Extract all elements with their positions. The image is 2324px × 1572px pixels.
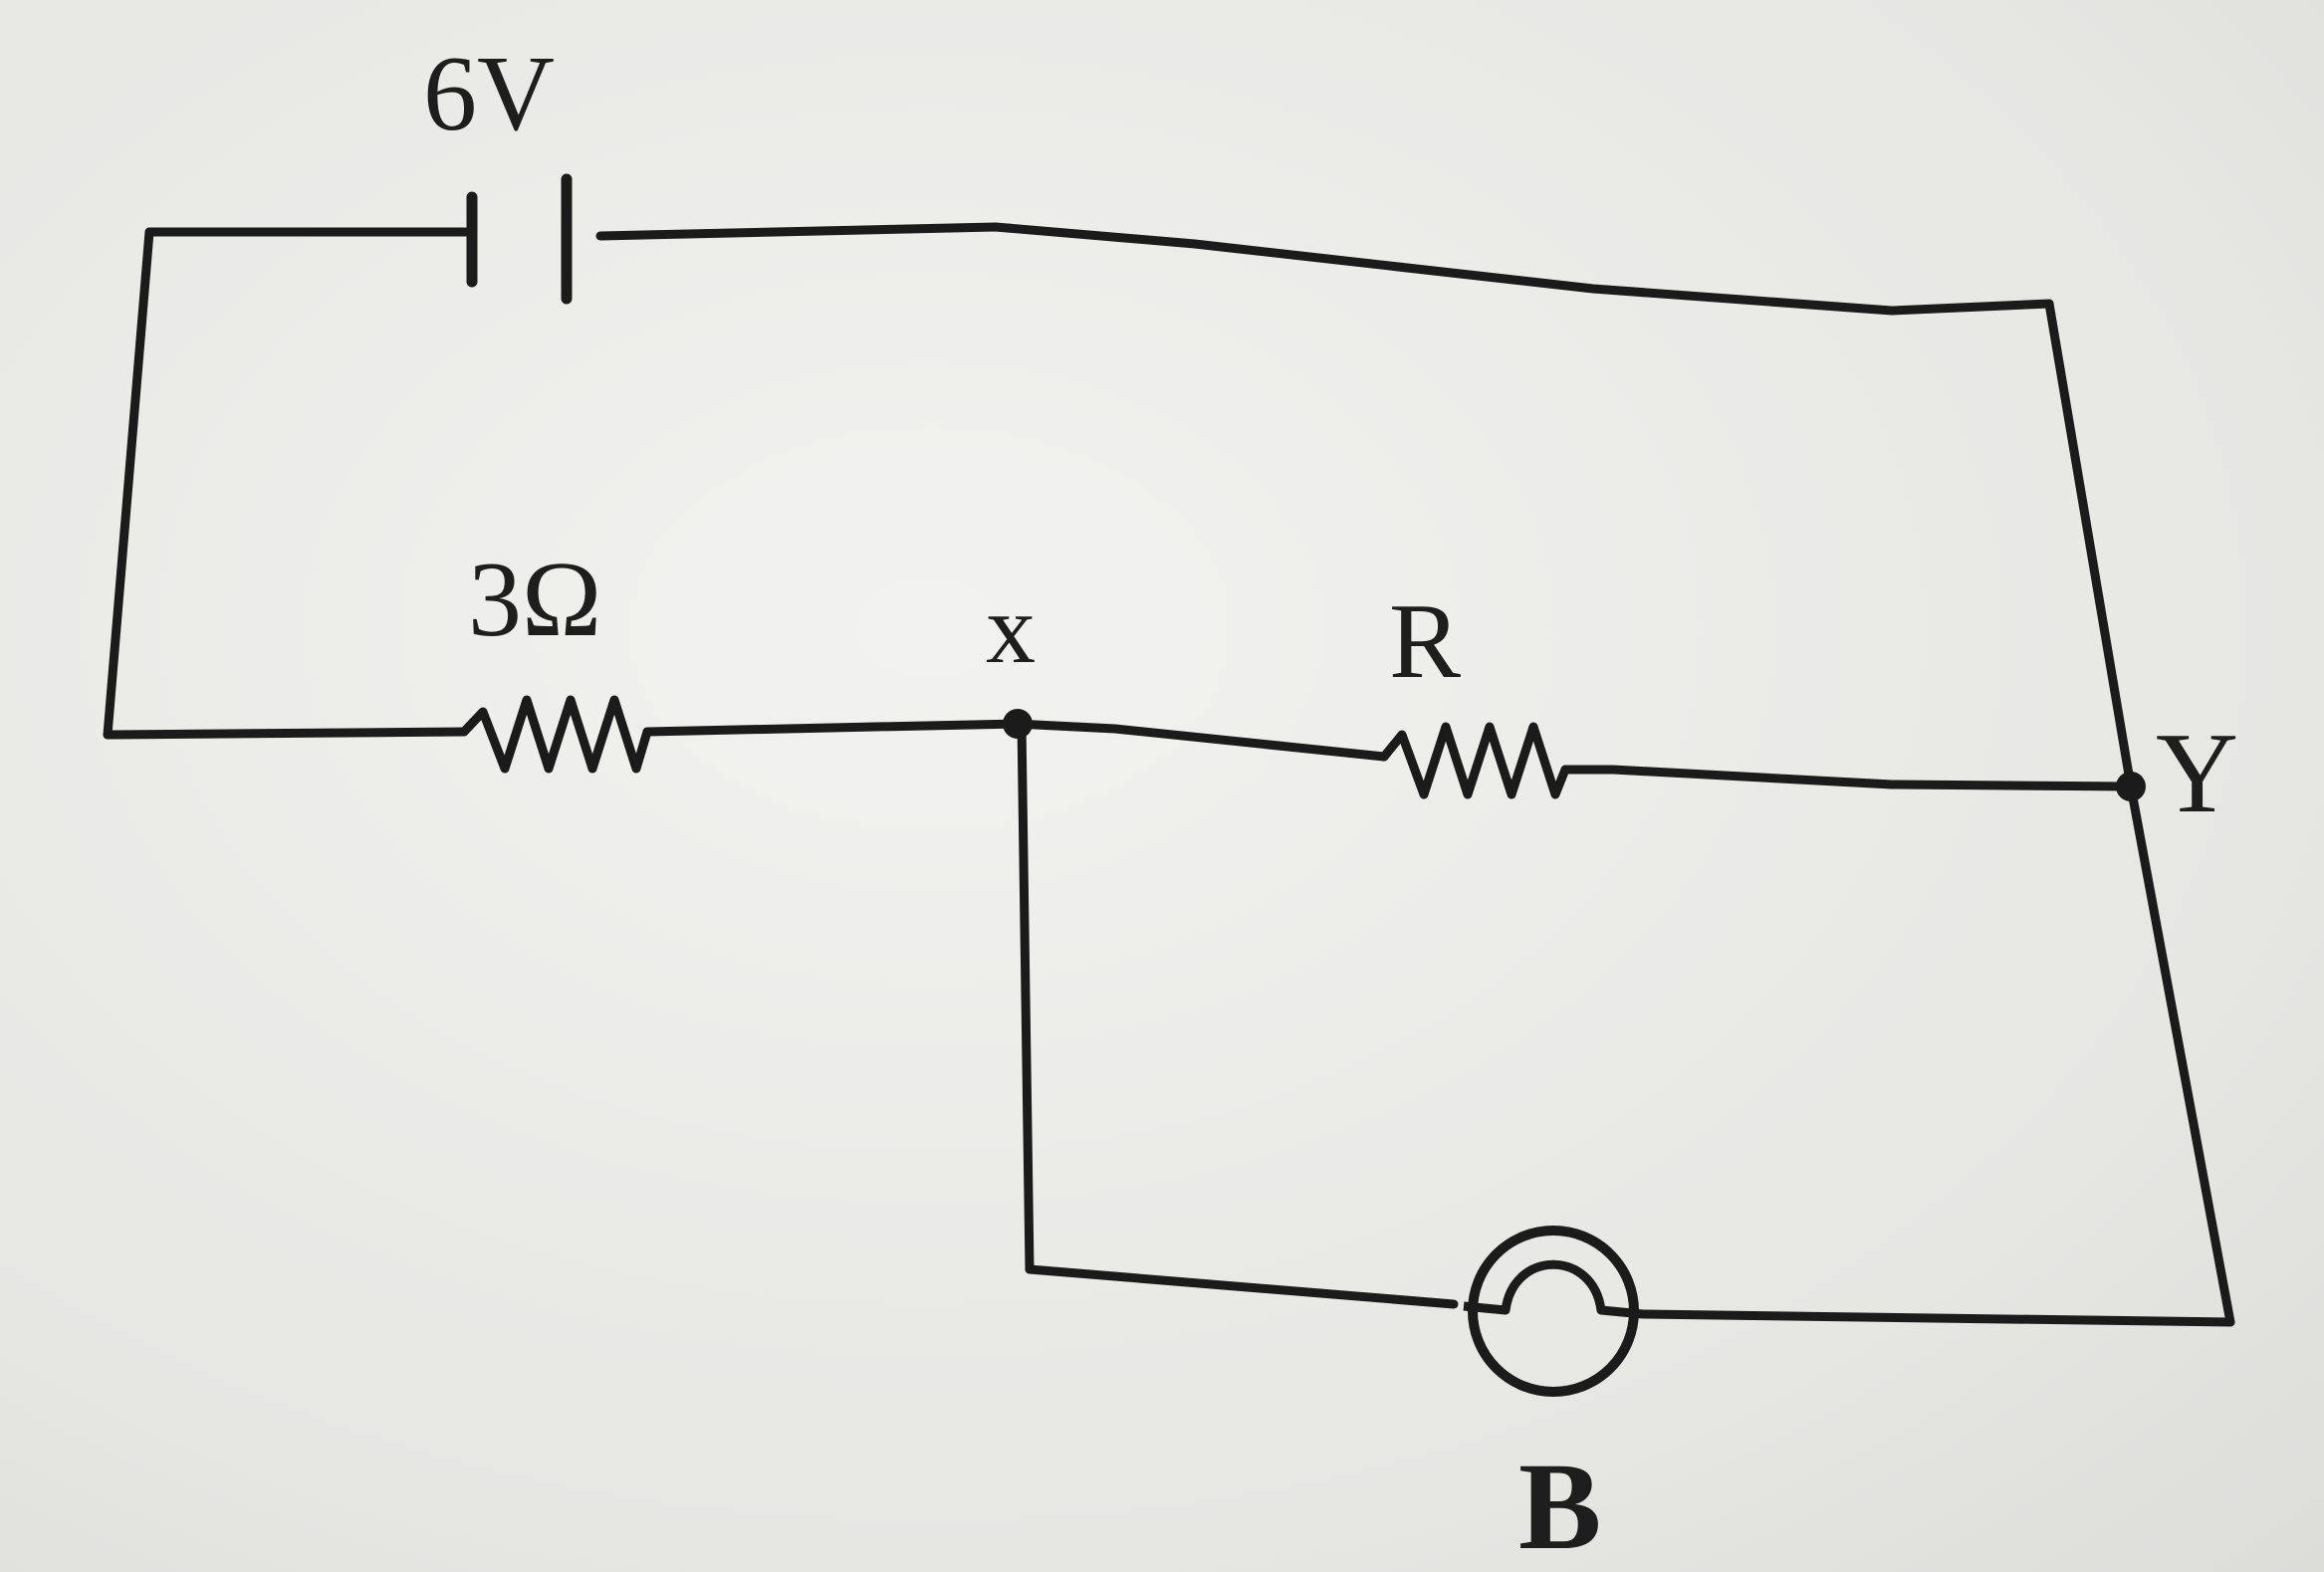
node-y-label: Y — [2156, 710, 2238, 836]
wire-r-to-y — [1560, 765, 2136, 791]
bulb-label: B — [1518, 1439, 1601, 1572]
wire-bottom-left — [1025, 1264, 1459, 1309]
wire-left-vertical — [103, 227, 154, 740]
wire-x-to-r — [1011, 719, 1389, 762]
resistor-r — [1379, 722, 1570, 799]
wire-3ohm-to-x — [642, 719, 1021, 737]
wire-middle-left — [103, 727, 469, 740]
node-y-dot — [2116, 772, 2146, 801]
node-x-label: x — [986, 573, 1036, 684]
resistor-3ohm — [459, 695, 652, 774]
resistor-r-label: R — [1389, 582, 1461, 701]
wire-x-down — [1017, 719, 1035, 1274]
node-x-dot — [1003, 709, 1033, 739]
bulb-filament — [1463, 1259, 1644, 1319]
wire-bottom-right — [1638, 1309, 2235, 1327]
resistor-left-label: 3Ω — [468, 541, 601, 659]
wire-top-right — [595, 222, 2054, 316]
battery-label: 6V — [423, 35, 555, 153]
